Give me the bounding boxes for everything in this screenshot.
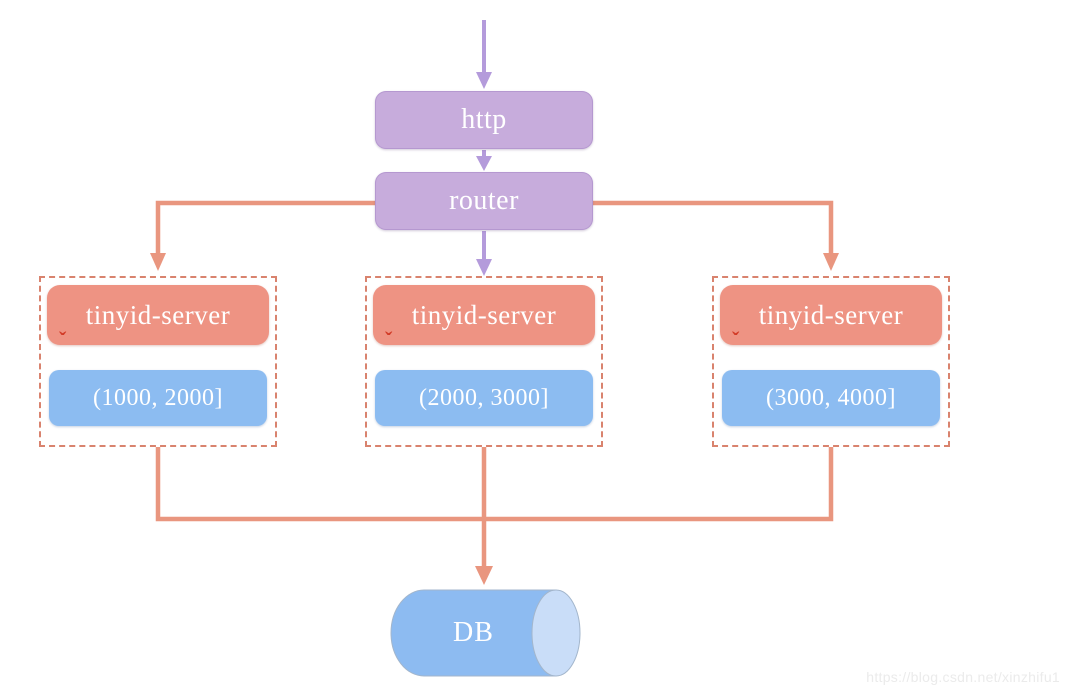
watermark: https://blog.csdn.net/xinzhifu1 (866, 669, 1060, 685)
server-node-3-label: tinyid-server (758, 299, 904, 330)
router-node: router (375, 172, 593, 230)
arrow-router-to-server-2 (476, 231, 492, 276)
http-node: http (375, 91, 593, 149)
db-node-label: DB (453, 617, 494, 648)
connector-router-to-server-1 (150, 200, 376, 271)
server-node-1-label: tinyid-server (85, 299, 231, 330)
server-range-2: (2000, 3000] (375, 370, 593, 426)
server-group-3: tinyid-server ˇ (3000, 4000] (712, 276, 950, 447)
server-node-1: tinyid-server ˇ (47, 285, 269, 351)
server-node-2-label: tinyid-server (411, 299, 557, 330)
server-range-2-label: (2000, 3000] (419, 384, 549, 411)
server-range-1-label: (1000, 2000] (93, 384, 223, 411)
spellcheck-mark-icon: ˇ (732, 327, 740, 352)
server-node-3: tinyid-server ˇ (720, 285, 942, 351)
http-node-label: http (461, 104, 507, 135)
server-group-1: tinyid-server ˇ (1000, 2000] (39, 276, 277, 447)
server-group-2: tinyid-server ˇ (2000, 3000] (365, 276, 603, 447)
connector-router-to-server-3 (592, 200, 839, 271)
router-node-label: router (449, 185, 519, 216)
server-range-3-label: (3000, 4000] (766, 384, 896, 411)
db-node: DB (391, 590, 556, 676)
connector-servers-bus (155, 447, 834, 522)
spellcheck-mark-icon: ˇ (385, 327, 393, 352)
arrow-http-to-router (476, 150, 492, 171)
arrow-incoming-to-http (476, 20, 492, 89)
spellcheck-mark-icon: ˇ (59, 327, 67, 352)
server-node-2: tinyid-server ˇ (373, 285, 595, 351)
server-range-1: (1000, 2000] (49, 370, 267, 426)
arrow-to-db (475, 447, 493, 585)
db-cylinder (390, 589, 581, 677)
server-range-3: (3000, 4000] (722, 370, 940, 426)
